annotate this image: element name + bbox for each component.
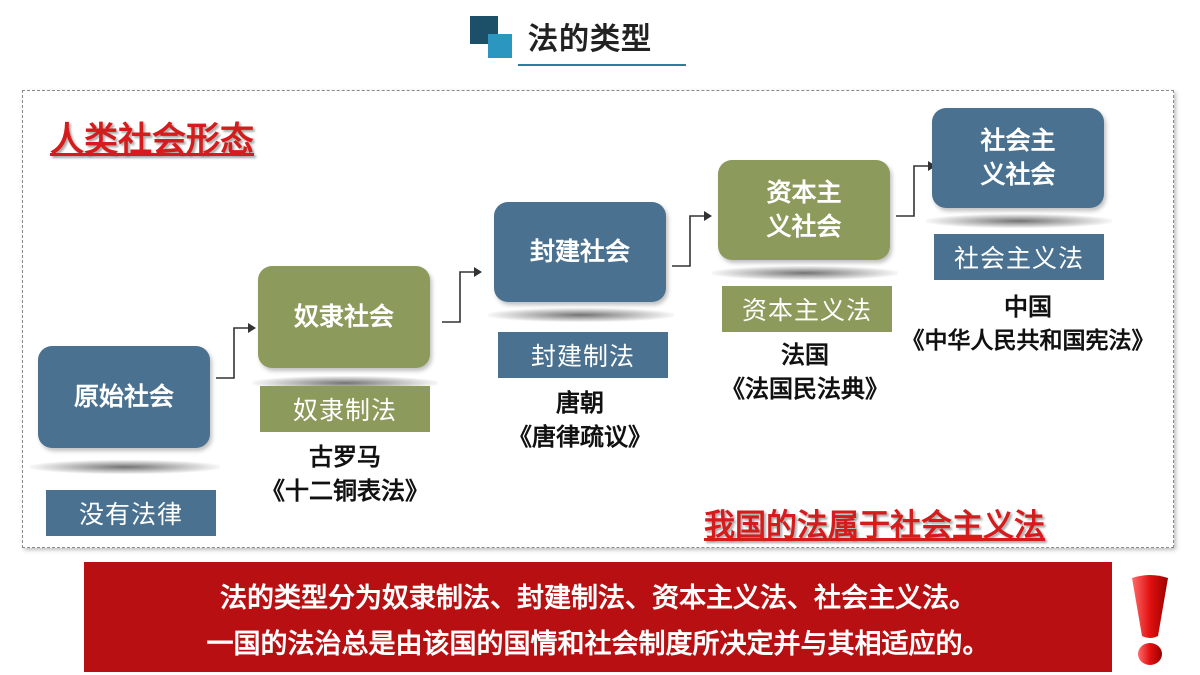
stage-primitive-shadow: [30, 460, 220, 474]
title-underline: [518, 64, 686, 66]
example-france-code: 《法国民法典》: [721, 375, 889, 403]
stage-primitive-label: 原始社会: [73, 382, 174, 411]
stage-socialist-label-line2: 义社会: [980, 160, 1056, 189]
law-bar-socialist: 社会主义法: [934, 234, 1104, 280]
diagram-frame: [22, 90, 1174, 548]
law-bar-capitalist: 资本主义法: [722, 286, 892, 332]
section-heading: 人类社会形态: [50, 120, 254, 160]
summary-line-2: 一国的法治总是由该国的国情和社会制度所决定并与其相适应的。: [206, 629, 990, 660]
stage-slave-label: 奴隶社会: [293, 302, 394, 331]
law-bar-feudal: 封建制法: [498, 332, 668, 378]
step-arrow-icon: [442, 267, 482, 323]
example-france: 法国 《法国民法典》: [700, 338, 910, 406]
step-arrow-icon: [672, 211, 712, 267]
example-tang-code: 《唐律疏议》: [508, 423, 652, 451]
stage-capitalist-shadow: [712, 266, 898, 280]
stage-feudal-label: 封建社会: [529, 237, 630, 266]
stage-slave-box: 奴隶社会: [258, 266, 430, 368]
title-squares-icon: [470, 16, 512, 58]
stage-primitive-box: 原始社会: [38, 346, 210, 448]
stage-capitalist-label-line1: 资本主: [766, 178, 842, 207]
exclamation-icon: [1132, 575, 1168, 665]
stage-feudal-box: 封建社会: [494, 202, 666, 302]
summary-panel: 法的类型分为奴隶制法、封建制法、资本主义法、社会主义法。 一国的法治总是由该国的…: [84, 562, 1112, 672]
conclusion-heading: 我国的法属于社会主义法: [704, 508, 1045, 544]
example-china-code: 《中华人民共和国宪法》: [901, 328, 1155, 354]
example-china-place: 中国: [1004, 293, 1052, 321]
example-tang-place: 唐朝: [556, 389, 604, 417]
stage-feudal-shadow: [488, 308, 674, 322]
stage-capitalist-label-line2: 义社会: [766, 212, 842, 241]
law-bar-none: 没有法律: [46, 490, 216, 536]
stage-socialist-label-line1: 社会主: [980, 126, 1056, 155]
example-rome-place: 古罗马: [309, 443, 381, 471]
stage-capitalist-box: 资本主 义社会: [718, 160, 890, 260]
example-france-place: 法国: [781, 341, 829, 369]
example-rome-code: 《十二铜表法》: [261, 477, 429, 505]
summary-line-1: 法的类型分为奴隶制法、封建制法、资本主义法、社会主义法。: [220, 583, 976, 614]
page-title: 法的类型: [528, 22, 652, 57]
stage-socialist-box: 社会主 义社会: [932, 108, 1104, 208]
step-arrow-icon: [216, 323, 256, 379]
law-bar-slave: 奴隶制法: [260, 386, 430, 432]
stage-socialist-shadow: [926, 214, 1112, 228]
example-tang: 唐朝 《唐律疏议》: [480, 386, 680, 454]
example-rome: 古罗马 《十二铜表法》: [245, 440, 445, 508]
example-china: 中国 《中华人民共和国宪法》: [896, 290, 1160, 358]
